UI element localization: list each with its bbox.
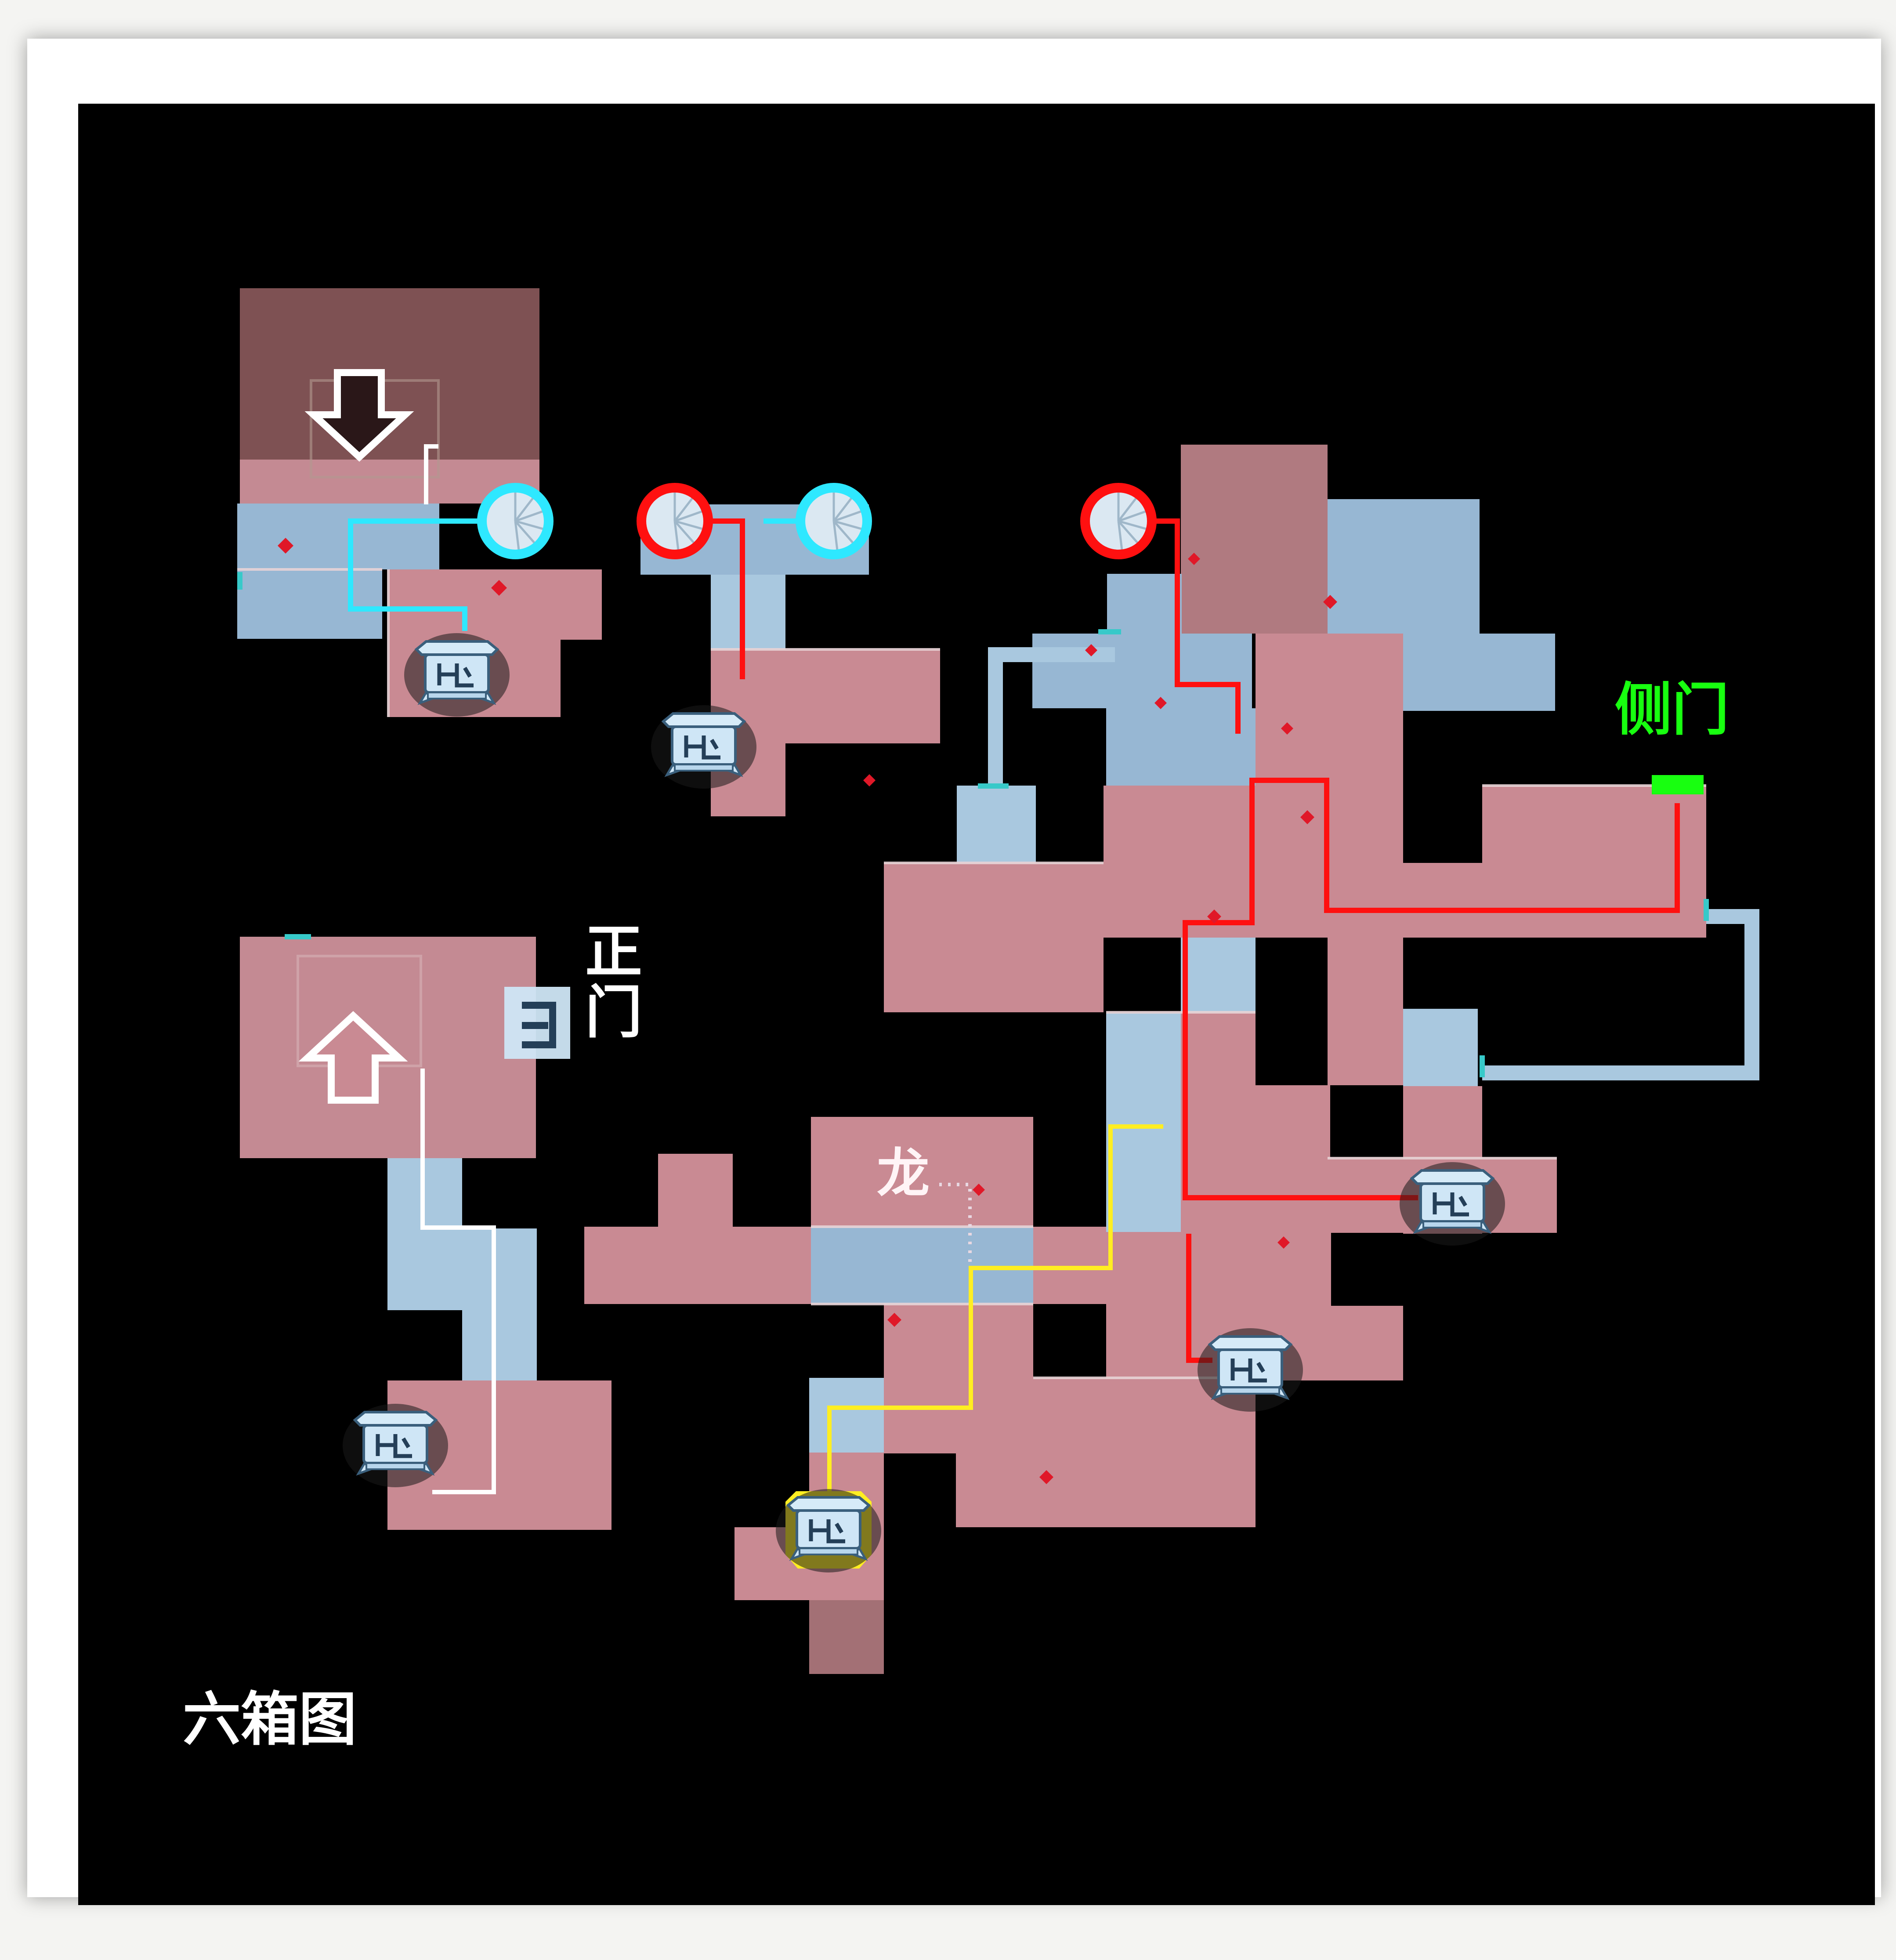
- down-arrow-icon: [304, 369, 414, 462]
- dragon-label: 龙: [877, 1143, 930, 1204]
- room: [809, 1600, 884, 1674]
- route-white: [424, 444, 438, 504]
- photo-frame: 龙 正门 侧门 六箱图: [27, 39, 1881, 1905]
- map-title: 六箱图: [183, 1686, 357, 1753]
- room: [1106, 1012, 1181, 1232]
- route-red: [708, 518, 745, 679]
- route-red: [1183, 778, 1680, 1200]
- enemy-markers: [278, 538, 1337, 1484]
- game-map: 龙 正门 侧门 六箱图: [78, 104, 1875, 1905]
- room: [1106, 1232, 1181, 1381]
- room: [957, 786, 1036, 863]
- room: [237, 504, 439, 569]
- room: [956, 1453, 1105, 1527]
- room: [1328, 786, 1403, 1085]
- room: [658, 1154, 733, 1231]
- room: [1403, 1009, 1478, 1086]
- door-icon[interactable]: [504, 987, 570, 1059]
- room: [1106, 708, 1256, 786]
- room: [711, 575, 785, 649]
- corridor-layer: [988, 647, 1759, 1080]
- treasure-chest-icon[interactable]: [1400, 1162, 1505, 1246]
- route-layer: [348, 444, 1680, 1509]
- room: [809, 1378, 884, 1453]
- room: [884, 1304, 1033, 1453]
- side-gate-marker[interactable]: [1652, 775, 1704, 794]
- treasure-chest-icon[interactable]: [651, 705, 756, 789]
- treasure-chest-icon[interactable]: [776, 1489, 881, 1572]
- room: [584, 1227, 811, 1304]
- room: [1256, 1085, 1330, 1235]
- room: [462, 1228, 537, 1380]
- route-red: [1152, 518, 1241, 734]
- room: [1403, 863, 1482, 938]
- room-layer: [237, 288, 1706, 1674]
- room: [811, 1227, 1033, 1304]
- room: [1256, 634, 1403, 786]
- route-yellow: [827, 1124, 1163, 1509]
- treasure-chest-icon[interactable]: [1198, 1328, 1303, 1412]
- up-arrow-icon: [298, 1011, 408, 1104]
- room: [388, 569, 602, 640]
- treasure-chest-icon[interactable]: [343, 1404, 448, 1487]
- route-white: [420, 1069, 496, 1494]
- room: [884, 863, 1104, 1012]
- map-canvas: [237, 288, 1759, 1674]
- staircase-markers: [485, 490, 1149, 552]
- room: [1328, 499, 1480, 634]
- room: [1181, 938, 1256, 1012]
- room: [1032, 634, 1252, 708]
- side-gate-label: 侧门: [1615, 676, 1730, 743]
- room: [1181, 445, 1328, 634]
- route-cyan: [348, 518, 482, 631]
- main-gate-label: 正门: [585, 918, 643, 1046]
- treasure-chests: [343, 633, 1505, 1572]
- treasure-chest-icon[interactable]: [404, 633, 510, 717]
- room: [237, 569, 382, 639]
- room: [1403, 634, 1555, 711]
- room: [1482, 786, 1706, 938]
- room: [1033, 1227, 1106, 1304]
- room: [811, 1117, 1033, 1227]
- room: [240, 288, 539, 460]
